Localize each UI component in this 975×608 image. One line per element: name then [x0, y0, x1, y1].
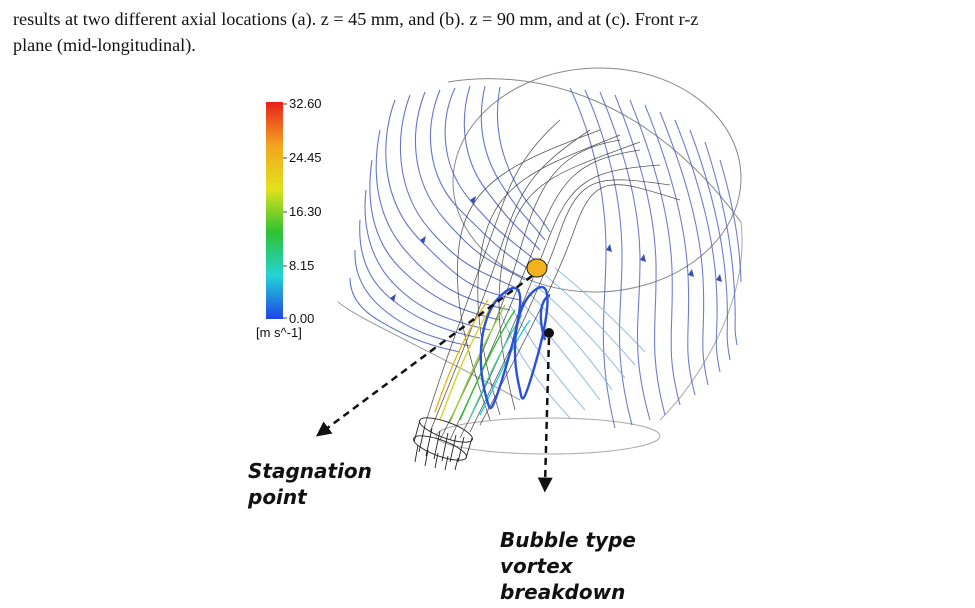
- stagnation-label: Stagnation: [248, 459, 372, 483]
- colorbar-tick-label: 8.15: [289, 258, 314, 273]
- colorbar-tick-label: 16.30: [289, 204, 322, 219]
- stagnation-point-marker: [526, 258, 548, 278]
- streamlines-jet: [434, 299, 531, 423]
- colorbar-tick-label: 24.45: [289, 150, 322, 165]
- figure-caption: results at two different axial locations…: [13, 6, 968, 58]
- stagnation-arrow: [315, 274, 533, 437]
- caption-line-1: results at two different axial locations…: [13, 9, 699, 29]
- nozzle: [413, 417, 473, 471]
- vortex-label: breakdown: [500, 580, 625, 604]
- domain-outline: [337, 67, 743, 455]
- colorbar: 32.60 24.45 16.30 8.15 0.00 [m s^-1]: [256, 96, 322, 340]
- caption-line-2: plane (mid-longitudinal).: [13, 35, 196, 55]
- colorbar-units: [m s^-1]: [256, 325, 302, 340]
- vortex-bubble: [479, 286, 551, 410]
- colorbar-tick-label: 0.00: [289, 311, 314, 326]
- stagnation-label: point: [247, 485, 308, 509]
- colorbar-ticks: [283, 103, 287, 319]
- flow-direction-markers: [390, 196, 722, 302]
- colorbar-tick-label: 32.60: [289, 96, 322, 111]
- vortex-label: vortex: [500, 554, 574, 578]
- vortex-label: Bubble type: [500, 528, 636, 552]
- streamlines-outer-right: [569, 87, 742, 429]
- vortex-breakdown-marker: [544, 328, 554, 338]
- vortex-arrow: [537, 337, 553, 493]
- colorbar-gradient: [266, 102, 283, 319]
- streamlines-inner: [499, 267, 646, 419]
- streamlines-outer-left: [349, 85, 551, 353]
